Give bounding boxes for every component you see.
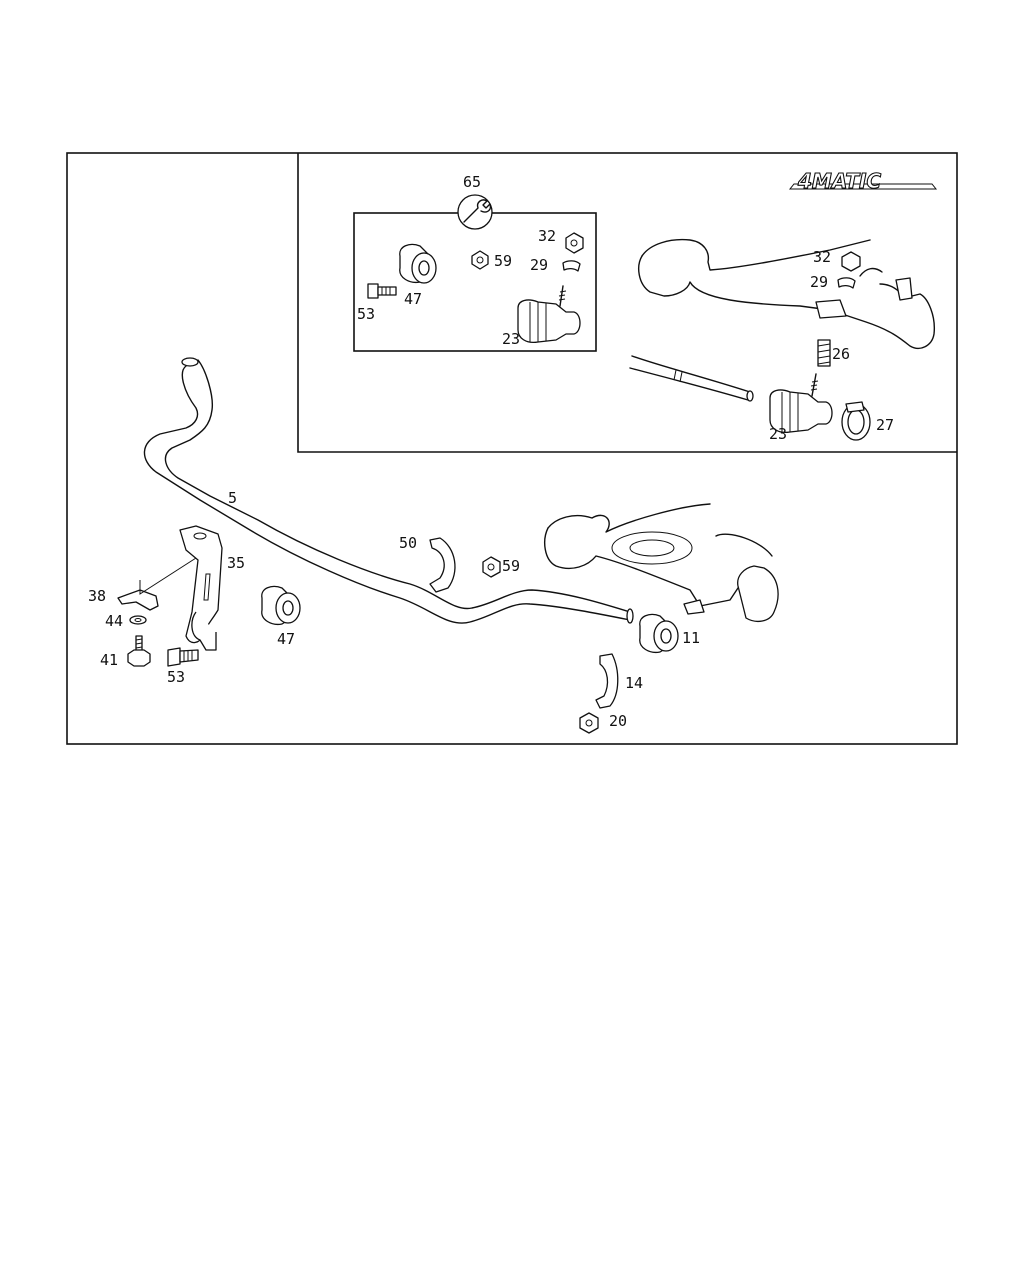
callout-labels: 65 32 59 29 47 53 23 32 29 26 23 27 5 50… — [88, 173, 894, 730]
callout-29-inset: 29 — [810, 273, 828, 291]
washer-44 — [129, 615, 147, 625]
callout-59-kit: 59 — [494, 252, 512, 270]
bolt-53 — [167, 647, 199, 667]
bracket-35 — [179, 525, 223, 651]
clamp-27 — [841, 401, 871, 441]
callout-32-inset: 32 — [813, 248, 831, 266]
tie-rod-end-23-inset — [769, 373, 833, 434]
callout-65: 65 — [463, 173, 481, 191]
clamp-14 — [595, 653, 619, 709]
4matic-badge: 4MATIC — [788, 168, 938, 194]
4matic-badge-text: 4MATIC — [797, 169, 881, 193]
callout-41: 41 — [100, 651, 118, 669]
callout-20: 20 — [609, 712, 627, 730]
callout-23-kit: 23 — [502, 330, 520, 348]
nut-59 — [482, 556, 501, 578]
callout-27: 27 — [876, 416, 894, 434]
nut-20 — [579, 712, 599, 734]
callout-53-kit: 53 — [357, 305, 375, 323]
washer-29-inset — [837, 277, 856, 289]
callout-14: 14 — [625, 674, 643, 692]
stud-26 — [817, 339, 831, 367]
bushing-47 — [261, 585, 301, 626]
wrench-icon — [457, 194, 493, 230]
callout-29-kit: 29 — [530, 256, 548, 274]
callout-38: 38 — [88, 587, 106, 605]
bolt-41 — [127, 635, 151, 667]
callout-59: 59 — [502, 557, 520, 575]
callout-35: 35 — [227, 554, 245, 572]
bushing-11 — [639, 613, 679, 654]
bushing-47-kit — [399, 243, 437, 284]
nut-32-kit — [565, 232, 584, 254]
nut-59-kit — [471, 250, 489, 270]
callout-53: 53 — [167, 668, 185, 686]
callout-11: 11 — [682, 629, 700, 647]
tie-rod — [629, 355, 754, 402]
callout-47-kit: 47 — [404, 290, 422, 308]
diagram-frame — [66, 152, 958, 745]
axle-housing-4matic — [638, 238, 936, 350]
nut-32-inset — [841, 251, 861, 272]
callout-44: 44 — [105, 612, 123, 630]
stabilizer-bar-5 — [143, 357, 634, 624]
washer-29-kit — [562, 260, 581, 272]
callout-23-inset: 23 — [769, 425, 787, 443]
callout-26: 26 — [832, 345, 850, 363]
tie-rod-end-23-kit — [517, 285, 581, 344]
inset-frame-4matic — [297, 153, 957, 453]
callout-32-kit: 32 — [538, 227, 556, 245]
clamp-50 — [429, 537, 456, 593]
bolt-53-kit — [367, 283, 397, 299]
front-axle-crossmember — [544, 503, 779, 623]
callout-50: 50 — [399, 534, 417, 552]
callout-5: 5 — [228, 489, 237, 507]
bracket-38 — [117, 557, 197, 611]
callout-47: 47 — [277, 630, 295, 648]
